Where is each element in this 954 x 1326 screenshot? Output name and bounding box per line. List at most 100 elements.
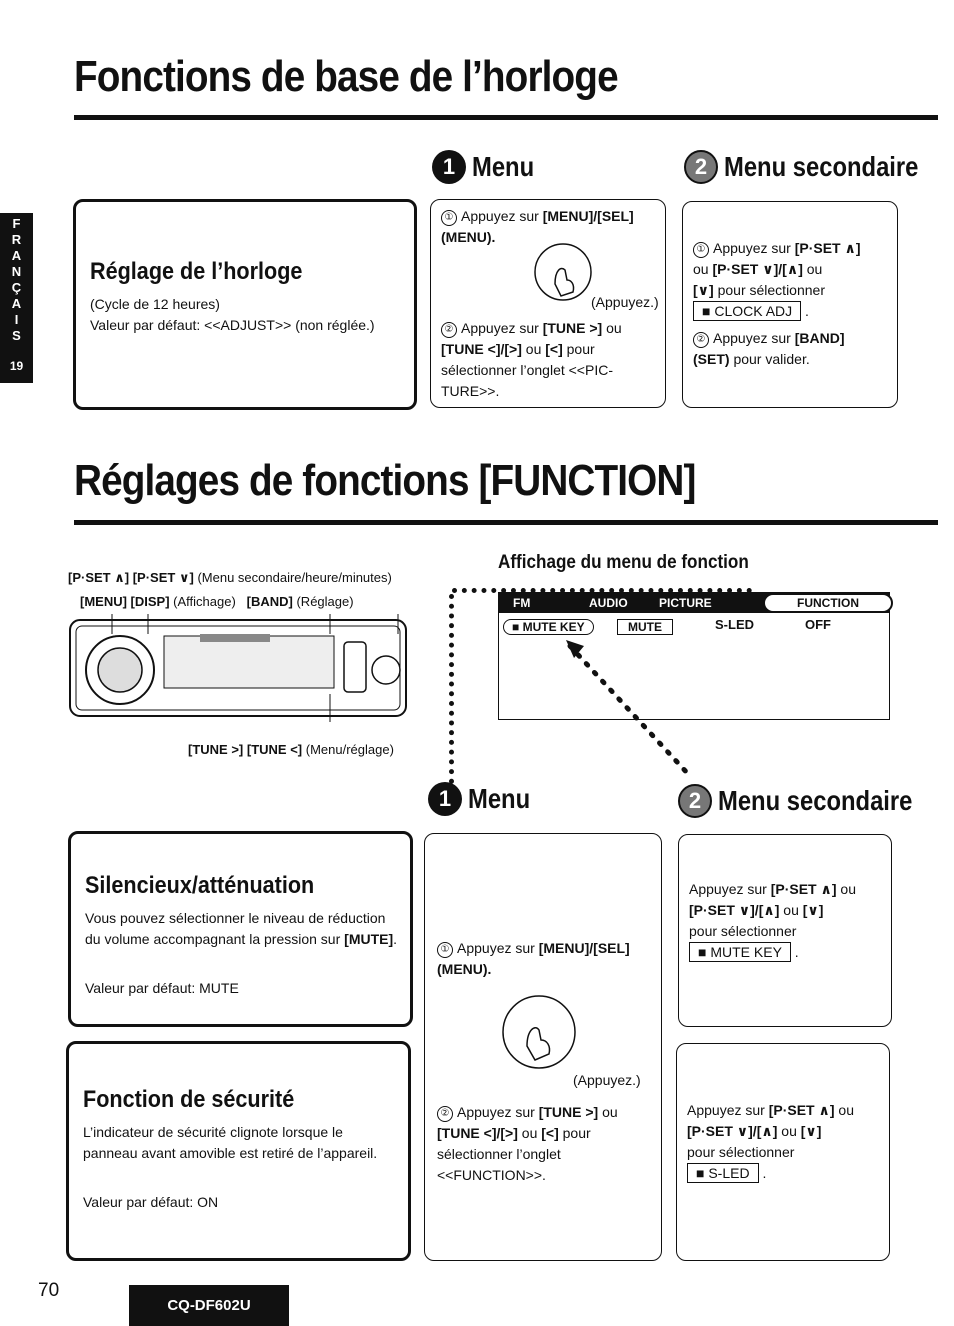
security-default: Valeur par défaut: ON	[83, 1194, 219, 1210]
step-text: Appuyez sur	[457, 940, 539, 956]
security-submenu-step: Appuyez sur [P·SET ∧] ou [P·SET ∨]/[∧] o…	[687, 1102, 854, 1183]
step-text: pour	[558, 1125, 591, 1141]
function-display-caption: Affichage du menu de fonction	[498, 552, 749, 573]
sled-tag: ■ S-LED	[687, 1163, 759, 1183]
pset-up-key: [P·SET ∧]	[794, 240, 861, 256]
display-off: OFF	[805, 617, 831, 632]
sidebar-letter: A	[11, 248, 22, 263]
step-mark: ①	[441, 210, 457, 226]
display-mute-key: ■ MUTE KEY	[503, 619, 594, 635]
menu-sel-key: [MENU]/[SEL]	[538, 940, 630, 956]
menu-key: (MENU).	[441, 229, 496, 245]
down-key: [∨]	[800, 1123, 822, 1139]
title-rule	[74, 115, 938, 120]
step-text: pour sélectionner	[713, 282, 825, 298]
sub-menu-header-label: Menu secondaire	[718, 785, 913, 816]
security-setting-title: Fonction de sécurité	[83, 1086, 295, 1113]
display-tab-audio: AUDIO	[589, 596, 628, 610]
step-mark: ②	[693, 332, 709, 348]
dotted-arrow	[566, 640, 693, 779]
pset-down-key: [P·SET ∨]/[∧]	[712, 261, 803, 277]
band-key: [BAND]	[246, 594, 293, 609]
mute-submenu-step: Appuyez sur [P·SET ∧] ou [P·SET ∨]/[∧] o…	[689, 881, 856, 962]
mute-submenu-box: Appuyez sur [P·SET ∧] ou [P·SET ∨]/[∧] o…	[678, 834, 892, 1027]
tune-key: [TUNE <]/[>]	[437, 1125, 518, 1141]
step-text: Appuyez sur	[687, 1102, 769, 1118]
step-text: pour sélectionner	[689, 923, 797, 939]
clock-setting-title: Réglage de l’horloge	[90, 258, 303, 285]
display-sled: S-LED	[715, 617, 754, 632]
controls-desc: (Affichage)	[169, 594, 236, 609]
step-text: Appuyez sur	[689, 881, 771, 897]
left-key: [<]	[545, 341, 563, 357]
knob-press-icon	[534, 243, 592, 301]
band-key: [BAND]	[794, 330, 845, 346]
controls-desc: (Menu secondaire/heure/minutes)	[193, 570, 392, 585]
language-sidebar: F R A N Ç A I S 19	[0, 213, 33, 383]
pset-keys: [P·SET ∧] [P·SET ∨]	[68, 570, 194, 585]
sidebar-letter: A	[11, 296, 22, 311]
step-text: ou	[836, 881, 856, 897]
step-text: ou	[779, 902, 803, 918]
controls-desc: (Menu/réglage)	[302, 742, 394, 757]
step-mark: ②	[437, 1106, 453, 1122]
step-text: Appuyez sur	[461, 320, 543, 336]
display-tab-function: FUNCTION	[763, 593, 893, 613]
head-unit-illustration	[69, 614, 407, 722]
step-text: sélectionner l’onglet	[437, 1146, 561, 1162]
mute-body: Vous pouvez sélectionner le niveau de ré…	[85, 910, 386, 947]
controls-line-2: [MENU] [DISP] (Affichage) [BAND] (Réglag…	[80, 594, 354, 609]
sidebar-letter: I	[14, 312, 19, 327]
left-key: [<]	[541, 1125, 559, 1141]
step-one-icon: 1	[428, 782, 462, 816]
step-two-icon: 2	[684, 150, 718, 184]
sidebar-letter: Ç	[11, 280, 22, 295]
knob-press-icon	[502, 995, 576, 1069]
pset-up-key: [P·SET ∧]	[770, 881, 837, 897]
security-description: L’indicateur de sécurité clignote lorsqu…	[83, 1124, 378, 1161]
step-one-icon: 1	[432, 150, 466, 184]
set-key: (SET)	[693, 351, 730, 367]
step-mark: ①	[437, 942, 453, 958]
mute-setting-box: Silencieux/atténuation Vous pouvez sélec…	[68, 831, 413, 1027]
mute-setting-title: Silencieux/atténuation	[85, 872, 315, 899]
controls-line-1: [P·SET ∧] [P·SET ∨] (Menu secondaire/heu…	[68, 570, 392, 586]
sub-menu-header: 2 Menu secondaire	[684, 150, 953, 184]
page-number: 70	[38, 1280, 60, 1301]
dotted-connector	[452, 588, 752, 593]
page-title-clock: Fonctions de base de l’horloge	[74, 52, 619, 101]
clock-default-text: Valeur par défaut: <<ADJUST>> (non réglé…	[90, 317, 375, 333]
down-key: [∨]	[802, 902, 824, 918]
step-text: pour	[562, 341, 595, 357]
menu-key: (MENU).	[437, 961, 492, 977]
step-mark: ②	[441, 322, 457, 338]
down-key: [∨]	[693, 282, 714, 298]
tune-keys: [TUNE >] [TUNE <]	[188, 742, 303, 757]
tune-key: [TUNE <]/[>]	[441, 341, 522, 357]
menu-disp-keys: [MENU] [DISP]	[80, 594, 170, 609]
security-submenu-box: Appuyez sur [P·SET ∧] ou [P·SET ∨]/[∧] o…	[676, 1043, 890, 1261]
mute-description: Vous pouvez sélectionner le niveau de ré…	[85, 908, 401, 950]
step-text: ou	[521, 341, 546, 357]
step-text: ou	[693, 261, 713, 277]
title-rule	[74, 520, 938, 525]
mute-key: [MUTE]	[344, 931, 394, 947]
press-label: (Appuyez.)	[573, 1072, 641, 1088]
step-text: sélectionner l’onglet <<PIC-	[441, 362, 613, 378]
sidebar-letter: S	[12, 328, 21, 343]
tune-key: [TUNE >]	[538, 1104, 599, 1120]
clock-adj-tag: ■ CLOCK ADJ	[693, 301, 802, 321]
display-mute-value: MUTE	[617, 619, 673, 635]
step-text: Appuyez sur	[713, 330, 795, 346]
menu-header-label: Menu	[468, 783, 531, 814]
press-label: (Appuyez.)	[591, 294, 659, 310]
step-text: pour valider.	[729, 351, 810, 367]
